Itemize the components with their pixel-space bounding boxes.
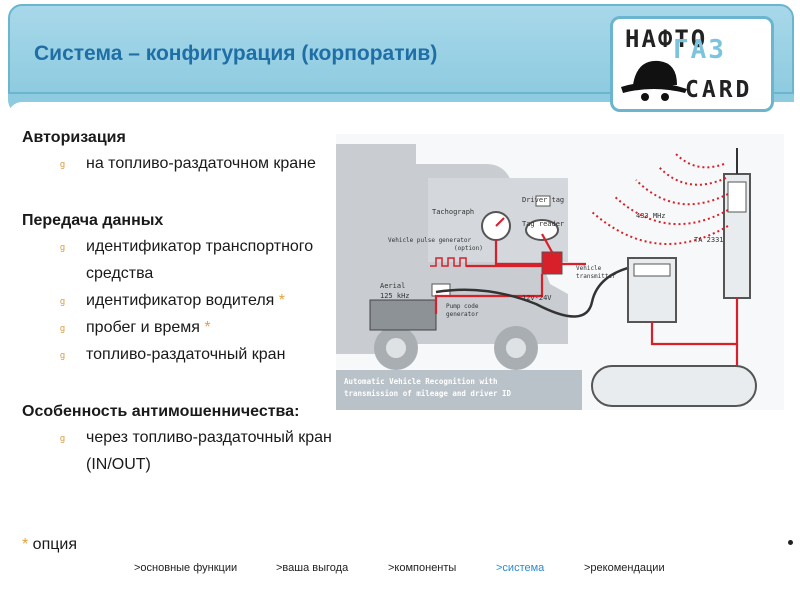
hat-icon	[621, 60, 687, 101]
naftogaz-card-logo: НАФТО ГАЗ CARD	[610, 16, 774, 112]
bullet-icon: g	[60, 296, 66, 306]
list-item-continuation: средства	[86, 265, 154, 282]
fuel-pump-icon	[627, 257, 677, 323]
label-tachograph: Tachograph	[432, 208, 474, 216]
label-pulse-generator: Vehicle pulse generator	[388, 237, 471, 244]
label-generator: generator	[446, 311, 479, 318]
fuel-tank-icon	[591, 365, 757, 407]
bullet-icon: g	[60, 323, 66, 333]
label-ta-2331: TA 2331	[694, 236, 724, 244]
transmitter-icon	[541, 251, 563, 275]
tag-reader-icon	[525, 195, 559, 241]
radio-waves-icon	[591, 153, 729, 245]
list-item: g идентификатор транспортного	[22, 233, 402, 260]
page-title: Система – конфигурация (корпоратив)	[34, 42, 438, 65]
list-item: g через топливо-раздаточный кран	[22, 424, 402, 451]
tachograph-icon	[481, 211, 511, 241]
nav-link-benefits[interactable]: >ваша выгода	[276, 562, 349, 574]
pulse-icon	[430, 257, 472, 267]
heading-auth: Авторизация	[22, 129, 126, 146]
decorative-dot	[788, 540, 793, 545]
bullet-icon: g	[60, 159, 66, 169]
caption-line-1: Automatic Vehicle Recognition with	[344, 377, 498, 386]
footnote-star: *	[22, 536, 29, 553]
caption-line-2: transmission of mileage and driver ID	[344, 389, 512, 398]
label-aerial: Aerial	[380, 282, 405, 290]
ta-tower-icon	[723, 148, 751, 299]
label-option: (option)	[454, 245, 483, 252]
label-433mhz: 433 MHz	[636, 212, 666, 220]
nav-link-system[interactable]: >система	[496, 562, 545, 574]
system-diagram: Tachograph Driver tag Tag reader Vehicle…	[336, 134, 784, 410]
heading-fraud: Особенность антимошенничества:	[22, 403, 300, 420]
footnote: * опция	[22, 536, 77, 554]
bullet-icon: g	[60, 242, 66, 252]
option-star: *	[278, 292, 286, 309]
heading-data: Передача данных	[22, 212, 164, 229]
list-item: g пробег и время *	[22, 314, 402, 341]
list-item: g идентификатор водителя *	[22, 287, 402, 314]
list-item: g топливо-раздаточный кран	[22, 341, 402, 368]
nav-link-functions[interactable]: >основные функции	[134, 562, 238, 574]
label-tag-reader: Tag reader	[522, 220, 564, 228]
label-vehicle: Vehicle	[576, 265, 602, 272]
fuel-hose	[435, 264, 637, 318]
footnote-text: опция	[28, 536, 78, 553]
list-item-continuation: (IN/OUT)	[86, 456, 151, 473]
logo-word-card: CARD	[685, 77, 753, 103]
list-item: g на топливо-раздаточном кране	[22, 150, 402, 177]
option-star: *	[204, 319, 211, 336]
nav-link-components[interactable]: >компоненты	[388, 562, 457, 574]
nav-link-recommendations[interactable]: >рекомендации	[584, 562, 665, 574]
content-list: Авторизация g на топливо-раздаточном кра…	[22, 126, 402, 478]
wiring	[434, 233, 586, 314]
logo-word-gaz: ГАЗ	[673, 35, 726, 65]
label-pump-code: Pump code	[446, 303, 479, 310]
label-khz: 125 kHz	[380, 292, 410, 300]
bullet-icon: g	[60, 350, 66, 360]
logo-word-nafto: НАФТО	[625, 25, 708, 53]
label-transmitter: transmitter	[576, 273, 616, 280]
label-driver-tag: Driver tag	[522, 196, 564, 204]
label-voltage: 12V-24V	[522, 294, 552, 302]
battery-icon	[369, 299, 437, 331]
bullet-icon: g	[60, 433, 66, 443]
caption-bar	[336, 370, 582, 410]
